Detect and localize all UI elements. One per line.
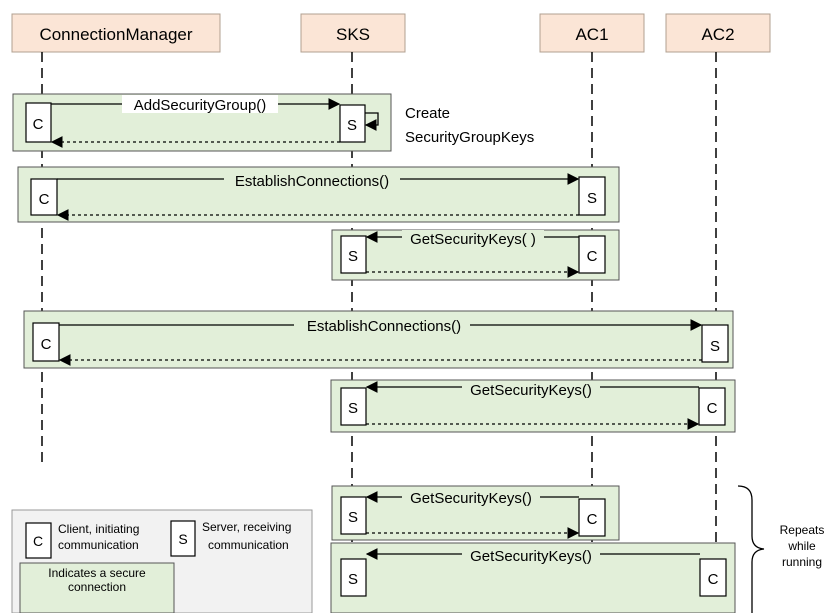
legend-client-text: communication [58, 538, 139, 552]
client-box [578, 235, 606, 274]
participant-label: ConnectionManager [39, 25, 192, 44]
exchange-add-security-group: C S AddSecurityGroup() Create SecurityGr… [12, 93, 553, 152]
svg-text:C: C [33, 533, 43, 549]
svg-text:S: S [178, 531, 187, 547]
repeat-note-line: Repeats [780, 523, 825, 537]
svg-text:S: S [347, 117, 357, 134]
message-label: GetSecurityKeys( ) [410, 231, 536, 248]
participant-label: AC1 [575, 25, 608, 44]
exchange-establish-ac2: C S EstablishConnections() [23, 310, 734, 369]
participant-ac1: AC1 [539, 13, 645, 53]
create-note-line: Create [405, 105, 450, 122]
message-label: EstablishConnections() [307, 318, 461, 335]
svg-text:C: C [41, 336, 52, 353]
svg-text:S: S [348, 509, 358, 526]
server-box [340, 558, 367, 597]
repeat-note-line: running [782, 555, 822, 569]
legend-server-text: Server, receiving [202, 520, 291, 534]
message-label: AddSecurityGroup() [134, 97, 267, 114]
legend-server-text: communication [208, 538, 289, 552]
svg-text:C: C [587, 248, 598, 265]
server-box [340, 387, 367, 426]
server-box [578, 176, 606, 216]
message-label: GetSecurityKeys() [470, 382, 592, 399]
svg-text:C: C [33, 116, 44, 133]
client-box [32, 322, 60, 362]
svg-text:C: C [587, 511, 598, 528]
server-box [340, 496, 367, 535]
exchange-get-keys-ac1: S C GetSecurityKeys( ) [331, 229, 620, 281]
participant-connection-manager: ConnectionManager [11, 13, 221, 53]
legend-client-box [25, 522, 52, 559]
client-box [25, 102, 52, 143]
svg-text:S: S [348, 248, 358, 265]
server-box [339, 104, 366, 143]
server-box [340, 235, 367, 274]
client-box [698, 387, 726, 426]
legend-server-box [170, 520, 196, 557]
message-label: EstablishConnections() [235, 173, 389, 190]
client-box [699, 558, 727, 597]
message-label: GetSecurityKeys() [470, 548, 592, 565]
legend-client-text: Client, initiating [58, 522, 139, 536]
svg-text:C: C [708, 571, 719, 588]
svg-text:S: S [587, 190, 597, 207]
create-note-line: SecurityGroupKeys [405, 129, 534, 146]
client-box [578, 498, 606, 537]
repeat-brace [737, 485, 765, 613]
legend-secure-swatch [19, 562, 175, 613]
svg-text:S: S [348, 571, 358, 588]
legend-secure-text: connection [68, 580, 126, 594]
legend-secure-text: Indicates a secure [48, 566, 146, 580]
participant-sks: SKS [300, 13, 406, 53]
svg-text:C: C [707, 400, 718, 417]
message-label: GetSecurityKeys() [410, 490, 532, 507]
exchange-establish-ac1: C S EstablishConnections() [17, 166, 620, 223]
self-call-arrow [364, 112, 379, 131]
participant-label: AC2 [701, 25, 734, 44]
svg-text:S: S [348, 400, 358, 417]
exchange-get-keys-ac1-repeat: S C GetSecurityKeys() [331, 485, 620, 541]
svg-text:C: C [39, 191, 50, 208]
client-box [30, 178, 58, 216]
participant-ac2: AC2 [665, 13, 771, 53]
exchange-get-keys-ac2: S C GetSecurityKeys() [330, 379, 736, 433]
participant-label: SKS [336, 25, 370, 44]
server-box [701, 324, 729, 363]
legend: C Client, initiating communication S Ser… [11, 509, 313, 613]
exchange-get-keys-ac2-repeat: S C GetSecurityKeys() [330, 542, 736, 613]
repeat-note-line: while [787, 539, 816, 553]
svg-text:S: S [710, 338, 720, 355]
